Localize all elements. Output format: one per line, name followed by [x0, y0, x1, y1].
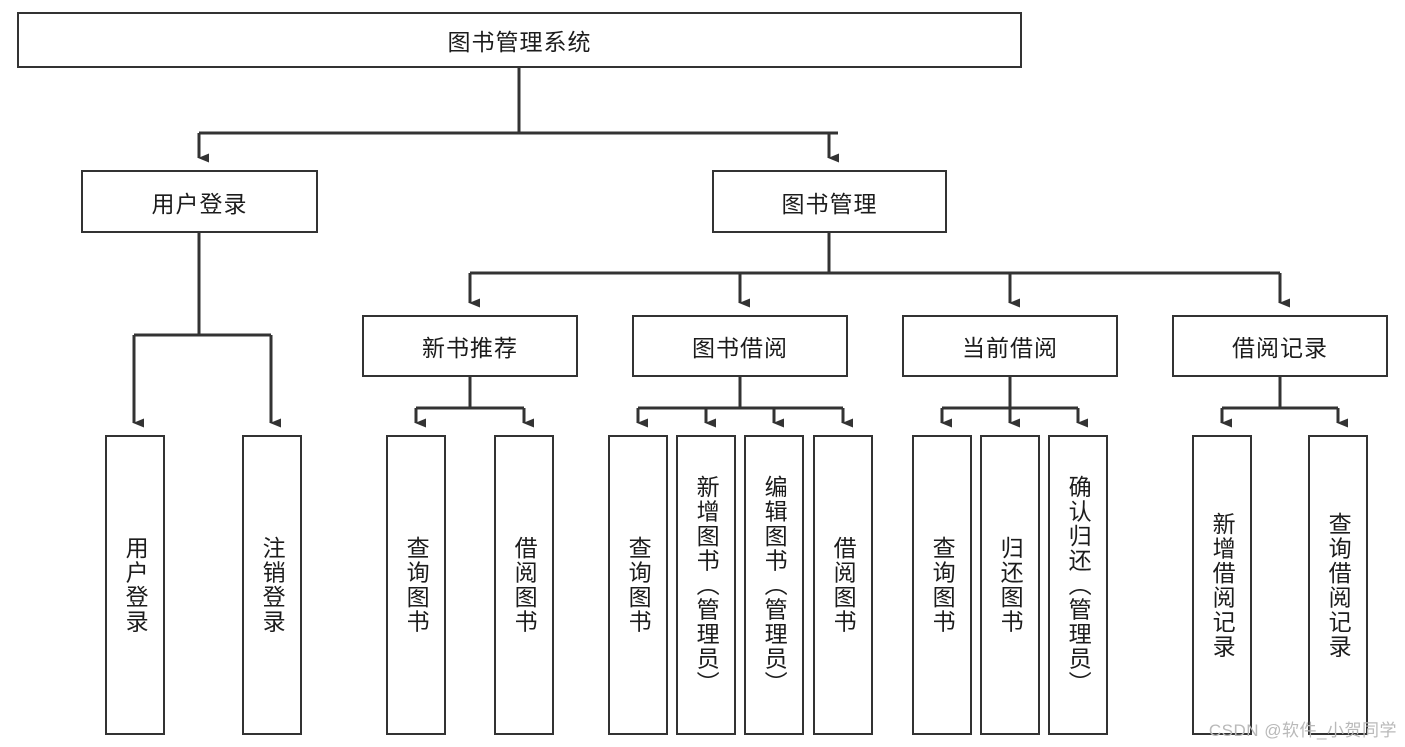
leaf-bb-borrow-book-label: 借阅图书: [830, 536, 857, 634]
leaf-bb-borrow-book[interactable]: 借阅图书: [813, 435, 873, 735]
leaf-bb-add-book[interactable]: 新增图书（管理员）: [676, 435, 736, 735]
node-user-login[interactable]: 用户登录: [81, 170, 318, 233]
leaf-br-query-record-label: 查询借阅记录: [1325, 511, 1352, 659]
leaf-user-login-label: 用户登录: [122, 536, 149, 634]
node-book-borrow-label: 图书借阅: [692, 335, 788, 361]
leaf-br-query-record[interactable]: 查询借阅记录: [1308, 435, 1368, 735]
node-current-borrow[interactable]: 当前借阅: [902, 315, 1118, 377]
node-book-manage[interactable]: 图书管理: [712, 170, 947, 233]
leaf-cb-query-book-label: 查询图书: [929, 536, 956, 634]
leaf-nb-query-book-label: 查询图书: [403, 536, 430, 634]
node-borrow-record-label: 借阅记录: [1232, 335, 1328, 361]
node-user-login-label: 用户登录: [151, 190, 248, 217]
leaf-bb-query-book-label: 查询图书: [625, 536, 652, 634]
node-root[interactable]: 图书管理系统: [17, 12, 1022, 68]
node-new-book-recommend-label: 新书推荐: [422, 335, 518, 361]
leaf-nb-query-book[interactable]: 查询图书: [386, 435, 446, 735]
leaf-bb-query-book[interactable]: 查询图书: [608, 435, 668, 735]
node-current-borrow-label: 当前借阅: [962, 335, 1058, 361]
leaf-bb-add-book-label: 新增图书（管理员）: [693, 474, 720, 696]
node-new-book-recommend[interactable]: 新书推荐: [362, 315, 578, 377]
node-root-label: 图书管理系统: [447, 29, 592, 55]
leaf-logout-label: 注销登录: [259, 536, 286, 634]
leaf-nb-borrow-book[interactable]: 借阅图书: [494, 435, 554, 735]
leaf-nb-borrow-book-label: 借阅图书: [511, 536, 538, 634]
leaf-bb-edit-book-label: 编辑图书（管理员）: [761, 474, 788, 696]
node-book-manage-label: 图书管理: [781, 190, 878, 217]
leaf-br-add-record-label: 新增借阅记录: [1209, 511, 1236, 659]
node-book-borrow[interactable]: 图书借阅: [632, 315, 848, 377]
leaf-cb-confirm-return[interactable]: 确认归还（管理员）: [1048, 435, 1108, 735]
leaf-user-login[interactable]: 用户登录: [105, 435, 165, 735]
leaf-cb-query-book[interactable]: 查询图书: [912, 435, 972, 735]
leaf-br-add-record[interactable]: 新增借阅记录: [1192, 435, 1252, 735]
watermark: CSDN @软件_小贺同学: [1208, 721, 1397, 740]
node-borrow-record[interactable]: 借阅记录: [1172, 315, 1388, 377]
leaf-bb-edit-book[interactable]: 编辑图书（管理员）: [744, 435, 804, 735]
leaf-cb-confirm-return-label: 确认归还（管理员）: [1065, 474, 1092, 696]
leaf-cb-return-book-label: 归还图书: [997, 536, 1024, 634]
leaf-cb-return-book[interactable]: 归还图书: [980, 435, 1040, 735]
leaf-logout[interactable]: 注销登录: [242, 435, 302, 735]
